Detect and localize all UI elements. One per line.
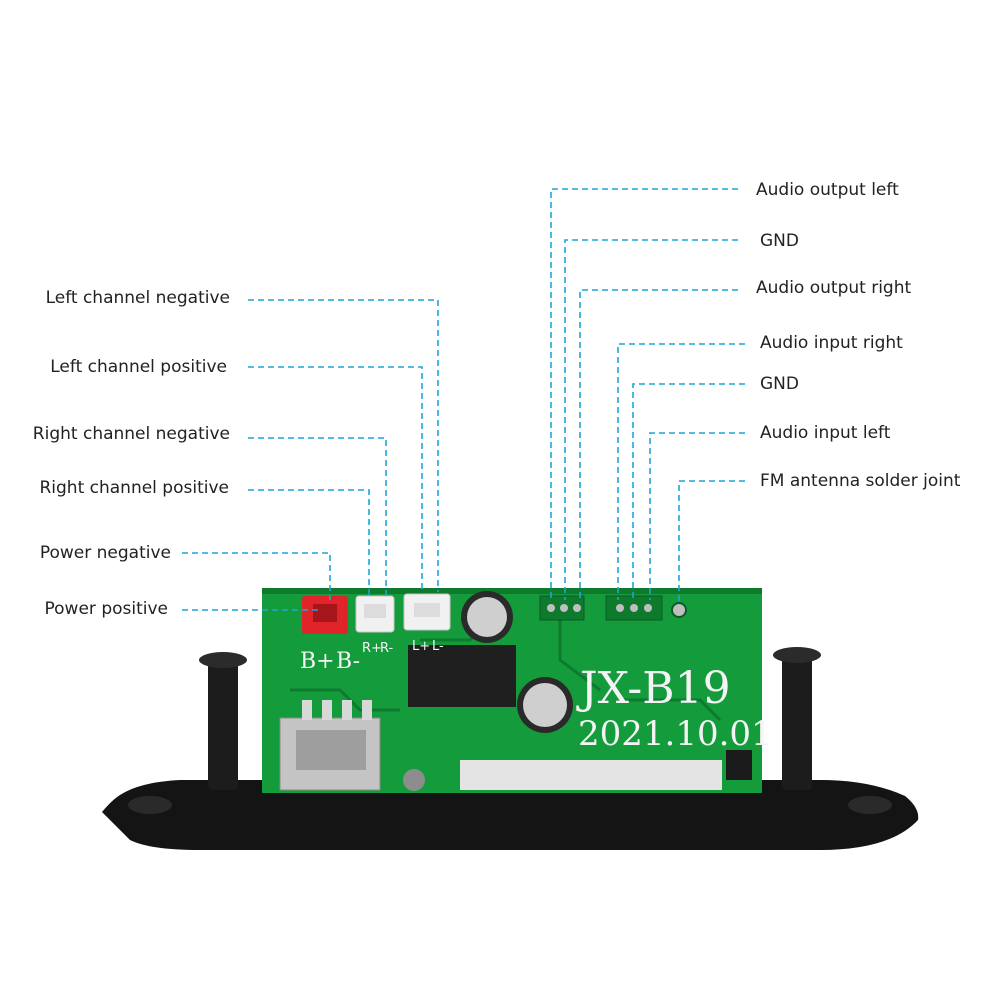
label-audio-output-left: Audio output left bbox=[756, 180, 899, 200]
label-audio-input-right: Audio input right bbox=[760, 333, 903, 353]
usb-pin-1 bbox=[302, 700, 312, 720]
label-power-positive: Power positive bbox=[44, 599, 168, 619]
usb-pin-3 bbox=[342, 700, 352, 720]
microphone bbox=[403, 769, 425, 791]
label-right-channel-negative: Right channel negative bbox=[32, 424, 230, 444]
pad-label-l-plus: L+ bbox=[412, 639, 430, 654]
pcb-edge bbox=[262, 588, 762, 594]
input-pin-1 bbox=[616, 604, 624, 612]
leader-gnd-output bbox=[564, 239, 738, 600]
label-gnd-input: GND bbox=[760, 374, 799, 394]
mounting-panel bbox=[102, 780, 919, 850]
usb-pin-2 bbox=[322, 700, 332, 720]
pad-label-b-plus: B+ bbox=[300, 649, 335, 674]
power-connector-socket bbox=[313, 604, 337, 622]
leader-left-channel-positive bbox=[248, 366, 423, 594]
leader-audio-output-left bbox=[550, 188, 738, 600]
label-power-negative: Power negative bbox=[39, 543, 171, 563]
pad-label-r-minus: R- bbox=[380, 641, 394, 656]
label-left-channel-negative: Left channel negative bbox=[45, 288, 230, 308]
leader-right-channel-positive bbox=[248, 489, 370, 598]
output-pin-1 bbox=[547, 604, 555, 612]
pad-label-b-minus: B- bbox=[336, 649, 360, 674]
left-speaker-socket bbox=[414, 603, 440, 617]
leader-audio-output-right bbox=[579, 289, 738, 600]
label-gnd-output: GND bbox=[760, 231, 799, 251]
mounting-post-left bbox=[208, 655, 238, 790]
usb-port-inner bbox=[296, 730, 366, 770]
leader-audio-input-right bbox=[617, 343, 745, 600]
label-fm-antenna: FM antenna solder joint bbox=[760, 471, 961, 491]
mounting-post-left-cap bbox=[199, 652, 247, 668]
label-audio-input-left: Audio input left bbox=[760, 423, 891, 443]
usb-pin-4 bbox=[362, 700, 372, 720]
label-right-channel-positive: Right channel positive bbox=[39, 478, 229, 498]
pad-label-l-minus: L- bbox=[432, 639, 444, 654]
output-pin-3 bbox=[573, 604, 581, 612]
leader-lines bbox=[182, 188, 745, 611]
date-text: 2021.10.01 bbox=[578, 714, 773, 754]
label-left-channel-positive: Left channel positive bbox=[50, 357, 227, 377]
panel-screw-hole-left bbox=[128, 796, 172, 814]
leader-audio-input-left bbox=[649, 432, 745, 600]
leader-right-channel-negative bbox=[248, 437, 387, 598]
mounting-post-right bbox=[782, 650, 812, 790]
input-pin-3 bbox=[644, 604, 652, 612]
label-audio-output-right: Audio output right bbox=[756, 278, 912, 298]
leader-gnd-input bbox=[632, 383, 745, 600]
ic-chip bbox=[408, 645, 516, 707]
input-pin-2 bbox=[630, 604, 638, 612]
model-text: JX-B19 bbox=[576, 663, 731, 714]
panel-screw-hole-right bbox=[848, 796, 892, 814]
mounting-post-right-cap bbox=[773, 647, 821, 663]
capacitor-bottom-cap bbox=[523, 683, 567, 727]
leader-fm-antenna bbox=[678, 480, 745, 603]
display-strip bbox=[460, 760, 722, 790]
ir-receiver bbox=[726, 750, 752, 780]
leader-left-channel-negative bbox=[248, 299, 439, 592]
output-pin-2 bbox=[560, 604, 568, 612]
fm-antenna-pad bbox=[671, 602, 687, 618]
capacitor-top-cap bbox=[467, 597, 507, 637]
pad-label-r-plus: R+ bbox=[362, 641, 382, 656]
right-speaker-socket bbox=[364, 604, 386, 618]
